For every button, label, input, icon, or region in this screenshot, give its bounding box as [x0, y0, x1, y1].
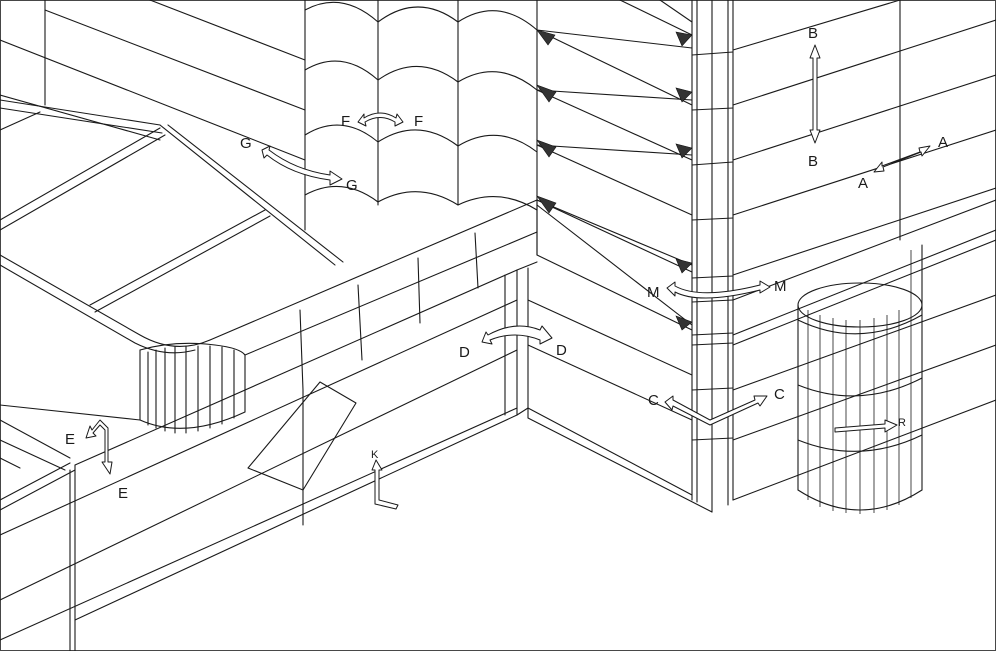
arrow-k — [371, 459, 399, 510]
round-column — [797, 244, 923, 514]
arrow-d — [481, 325, 553, 345]
label-k: K — [371, 449, 379, 461]
inner-corner-wall — [516, 254, 713, 513]
label-f-right: F — [414, 113, 423, 130]
label-m-right: M — [774, 278, 787, 295]
label-e-top: E — [65, 431, 75, 448]
label-c-left: C — [648, 392, 659, 409]
label-b-top: B — [808, 25, 818, 42]
label-d-right: D — [556, 342, 567, 359]
label-g-right: G — [346, 177, 358, 194]
lower-left-base — [0, 269, 518, 651]
label-a-right: A — [938, 134, 948, 151]
arrow-r — [834, 419, 898, 433]
fin-wall — [536, 0, 693, 331]
label-c-right: C — [774, 386, 785, 403]
arrow-c — [664, 395, 768, 426]
arrow-e — [85, 419, 113, 475]
arrow-f — [357, 112, 404, 127]
label-r: R — [898, 417, 906, 429]
labels: B B A A G G F F D D M M C C E E K R — [65, 25, 948, 502]
right-wall — [732, 0, 996, 501]
corner-pier — [691, 0, 734, 513]
label-a-left: A — [858, 175, 868, 192]
arrow-m — [666, 280, 771, 299]
ribbed-drum — [139, 345, 246, 434]
arrow-b — [809, 44, 821, 144]
arrow-a — [873, 145, 931, 173]
scalloped-wall — [304, 0, 538, 256]
label-b-bottom: B — [808, 153, 818, 170]
label-f-left: F — [341, 113, 350, 130]
label-e-bottom: E — [118, 485, 128, 502]
label-d-left: D — [459, 344, 470, 361]
label-m-left: M — [647, 284, 660, 301]
movement-arrows — [85, 44, 931, 510]
arrow-g — [261, 145, 343, 186]
label-g-left: G — [240, 135, 252, 152]
upper-left-wall — [0, 0, 306, 231]
canopy-roof — [0, 99, 538, 421]
